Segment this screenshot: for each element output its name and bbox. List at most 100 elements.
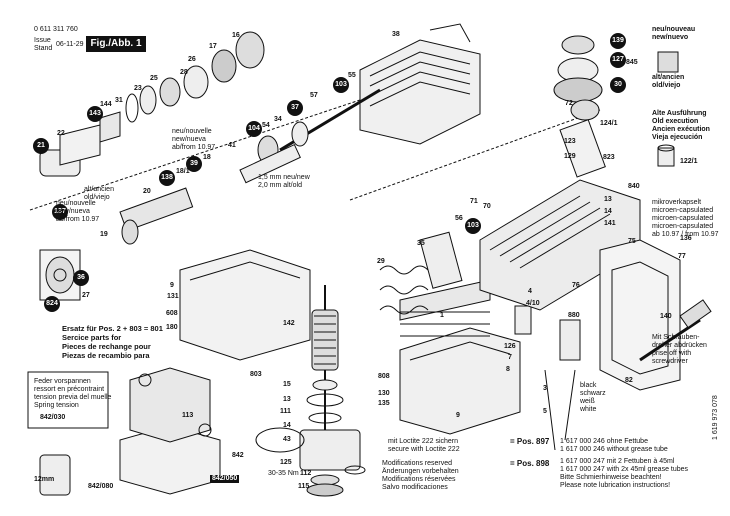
callout-77: 77 xyxy=(678,253,686,260)
callout-15: 15 xyxy=(283,381,291,388)
note-wire-colors: black schwarz weiß white xyxy=(580,382,606,413)
dimension-12mm: 12mm xyxy=(34,476,55,483)
callout-71: 71 xyxy=(470,198,478,205)
note-new-from: neu/nouvelle new/nueva ab/from 10.97 xyxy=(172,128,216,151)
callout-803: 803 xyxy=(250,371,262,378)
callout-135: 135 xyxy=(378,400,390,407)
callout-1: 1 xyxy=(440,312,444,319)
callout-103-top: 103 xyxy=(333,77,349,93)
callout-122-1: 122/1 xyxy=(680,158,698,165)
note-alt-ancien: alt/ancien old/viejo xyxy=(652,74,685,89)
callout-824: 824 xyxy=(44,296,60,312)
callout-36: 36 xyxy=(73,270,89,286)
callout-38: 38 xyxy=(392,31,400,38)
callout-103-right: 103 xyxy=(465,218,481,234)
callout-140: 140 xyxy=(660,313,672,320)
callout-115: 115 xyxy=(298,483,310,490)
callout-13: 13 xyxy=(283,396,291,403)
callout-880: 880 xyxy=(568,312,580,319)
callout-842: 842 xyxy=(232,452,244,459)
callout-840: 840 xyxy=(628,183,640,190)
callout-142: 142 xyxy=(283,320,295,327)
callout-27: 27 xyxy=(82,292,90,299)
callout-18-1: 18/1 xyxy=(176,168,190,175)
callout-25: 25 xyxy=(150,75,158,82)
callout-28: 28 xyxy=(180,69,188,76)
issue-date: 06-11-29 xyxy=(56,41,84,48)
callout-57: 57 xyxy=(310,92,318,99)
callout-139: 139 xyxy=(610,33,626,49)
note-alt-old: alt/ancien old/viejo xyxy=(84,186,114,201)
callout-127: 127 xyxy=(610,52,626,68)
callout-16: 16 xyxy=(232,32,240,39)
callout-823: 823 xyxy=(603,154,615,161)
callout-37: 37 xyxy=(287,100,303,116)
callout-17: 17 xyxy=(209,43,217,50)
callout-31: 31 xyxy=(115,97,123,104)
callout-141: 141 xyxy=(604,220,616,227)
callout-5: 5 xyxy=(543,408,547,415)
callout-129: 129 xyxy=(564,153,576,160)
doc-number: 0 611 311 760 xyxy=(34,26,78,33)
callout-3: 3 xyxy=(543,385,547,392)
note-loctite: mit Loctite 222 sichern secure with Loct… xyxy=(388,438,460,453)
callout-126: 126 xyxy=(504,343,516,350)
callout-75: 75 xyxy=(628,238,636,245)
callout-29: 29 xyxy=(377,258,385,265)
doc-number-vertical: 1 619 973 078 xyxy=(712,395,719,440)
note-modifications: Modifications reserved Änderungen vorbeh… xyxy=(382,460,459,491)
callout-30: 30 xyxy=(610,77,626,93)
callout-842-080: 842/080 xyxy=(88,483,114,490)
callout-123: 123 xyxy=(564,138,576,145)
callout-21: 21 xyxy=(33,138,49,154)
callout-7: 7 xyxy=(508,354,512,361)
figure-label: Fig./Abb. 1 xyxy=(86,36,146,52)
callout-9-left: 9 xyxy=(170,282,174,289)
callout-72: 72 xyxy=(565,100,573,107)
callout-4: 4 xyxy=(528,288,532,295)
note-old-execution: Alte Ausführung Old execution Ancien exé… xyxy=(652,110,710,141)
legend-pos-897: = Pos. 897 xyxy=(510,437,550,446)
note-ersatz: Ersatz für Pos. 2 + 803 = 801 Sercice pa… xyxy=(62,324,163,360)
callout-19: 19 xyxy=(100,231,108,238)
callout-845: 845 xyxy=(626,59,638,66)
callout-14: 14 xyxy=(283,422,291,429)
note-new-nueva: neu/nouvelle new/nueva ab/from 10.97 xyxy=(56,200,100,223)
callout-136: 136 xyxy=(680,235,692,242)
callout-23: 23 xyxy=(134,85,142,92)
callout-39: 39 xyxy=(186,156,202,172)
callout-8: 8 xyxy=(506,366,510,373)
callout-113: 113 xyxy=(182,412,194,419)
callout-180: 180 xyxy=(166,324,178,331)
callout-70: 70 xyxy=(483,203,491,210)
callout-55: 55 xyxy=(348,72,356,79)
callout-111: 111 xyxy=(280,408,291,415)
callout-143: 143 xyxy=(87,106,103,122)
note-screwdriver: Mit Schrauben- dreher abdrücken prise of… xyxy=(652,334,707,365)
note-torque: 30-35 Nm xyxy=(268,470,299,477)
callout-35: 35 xyxy=(417,240,425,247)
callout-20: 20 xyxy=(143,188,151,195)
callout-144: 144 xyxy=(100,101,112,108)
callout-56: 56 xyxy=(455,215,463,222)
legend-pos-898: = Pos. 898 xyxy=(510,459,550,468)
legend-pos-897-text: 1 617 000 246 ohne Fettube 1 617 000 246… xyxy=(560,438,668,453)
callout-131: 131 xyxy=(167,293,179,300)
issue-label: Issue xyxy=(34,37,51,44)
callout-26: 26 xyxy=(188,56,196,63)
callout-76: 76 xyxy=(572,282,580,289)
callout-842-030: 842/030 xyxy=(40,414,66,421)
callout-13-right: 13 xyxy=(604,196,612,203)
callout-104: 104 xyxy=(246,121,262,137)
callout-125: 125 xyxy=(280,459,292,466)
note-microencapsulated: mikroverkapselt microen-capsulated micro… xyxy=(652,199,719,238)
callout-4-10: 4/10 xyxy=(526,300,540,307)
legend-pos-898-text: 1 617 000 247 mit 2 Fettuben à 45ml 1 61… xyxy=(560,458,689,489)
callout-112: 112 xyxy=(300,470,312,477)
note-feder: Feder vorspannen ressort en précontraint… xyxy=(34,378,112,409)
callout-137: 137 xyxy=(52,204,68,220)
stand-label: Stand xyxy=(34,45,53,52)
callout-54: 54 xyxy=(262,122,270,129)
